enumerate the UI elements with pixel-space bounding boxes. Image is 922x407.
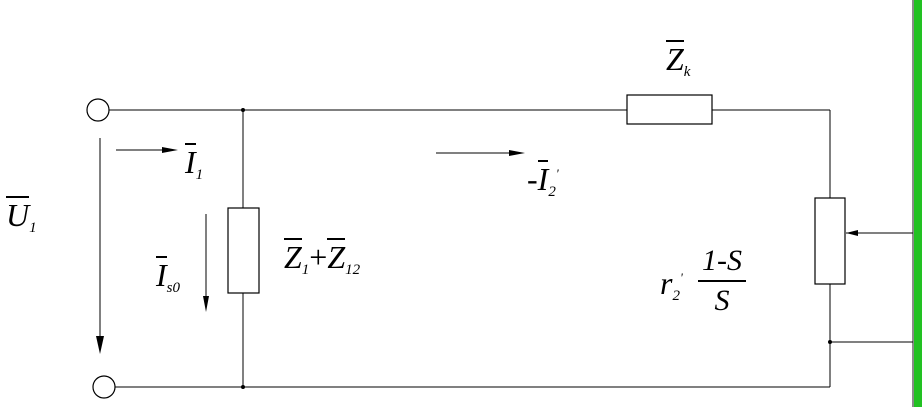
load-fraction-numerator: 1-S bbox=[702, 244, 742, 277]
resistor-zk bbox=[626, 94, 713, 125]
terminal-bottom bbox=[92, 375, 116, 399]
current-in-arrowhead bbox=[162, 147, 178, 153]
slider-arrowhead bbox=[846, 230, 858, 236]
load-label-r: r2' bbox=[660, 265, 683, 304]
load-fraction-denominator: S bbox=[714, 284, 730, 317]
resistor-shunt bbox=[227, 207, 260, 294]
junction-shunt-bottom bbox=[241, 385, 245, 389]
resistor-load bbox=[814, 197, 846, 285]
current-in-label: I1 bbox=[185, 143, 204, 183]
impedance-k-label: Zk bbox=[666, 40, 691, 80]
terminal-top bbox=[86, 98, 110, 122]
current-branch-arrowhead bbox=[203, 296, 209, 312]
junction-shunt-top bbox=[241, 108, 245, 112]
load-fraction: 1-S S bbox=[698, 244, 746, 318]
current-branch-label: Is0 bbox=[156, 256, 180, 296]
current-rotor-label: -I2' bbox=[527, 160, 559, 200]
right-edge-stripe bbox=[913, 0, 922, 407]
junction-slider bbox=[828, 340, 832, 344]
impedance-shunt-label: Z1+Z12 bbox=[284, 238, 361, 278]
current-rotor-arrowhead bbox=[509, 150, 525, 156]
voltage-label: U1 bbox=[6, 196, 37, 236]
load-fraction-bar bbox=[698, 280, 746, 282]
voltage-arrowhead bbox=[96, 336, 104, 354]
